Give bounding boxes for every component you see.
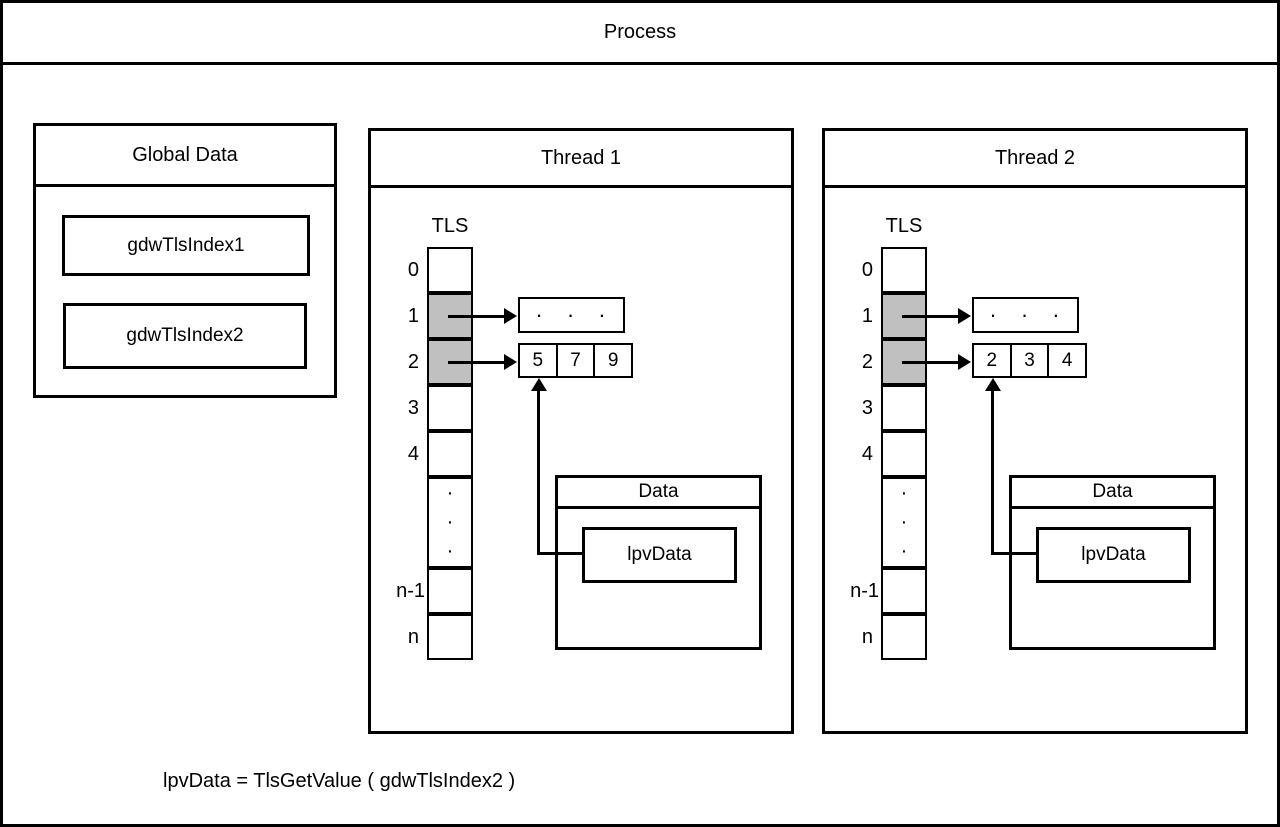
slot-label-n-1: n-1: [396, 579, 425, 602]
tls-cell-0: [881, 247, 927, 293]
ellipsis-box: · · ·: [972, 297, 1079, 333]
arrow-slot1-shaft: [448, 315, 506, 318]
tls-cell-4: [881, 431, 927, 477]
global-item-label: gdwTlsIndex1: [127, 234, 245, 256]
slot-label-1: 1: [861, 304, 873, 327]
value-cell: 7: [558, 345, 596, 376]
arrowhead-right: [958, 308, 971, 324]
thread-1-box: Thread 1 TLS · · · 0 1 2 3 4 n-1 n · · ·…: [368, 128, 794, 734]
slot-label-1: 1: [407, 304, 419, 327]
slot-label-3: 3: [861, 396, 873, 419]
arrowhead-right: [504, 354, 517, 370]
global-data-header: Global Data: [36, 126, 334, 187]
process-header: Process: [3, 3, 1277, 65]
tls-cell-n-1: [427, 568, 473, 614]
global-item-gdwtlsindex2: gdwTlsIndex2: [63, 303, 307, 369]
lpvdata-label: lpvData: [627, 544, 692, 565]
data-box-title: Data: [1092, 481, 1133, 502]
slot-label-2: 2: [861, 350, 873, 373]
slot-label-n: n: [861, 625, 873, 648]
formula-text: lpvData = TlsGetValue ( gdwTlsIndex2 ): [163, 770, 516, 792]
lpvdata-label: lpvData: [1081, 544, 1146, 565]
data-box-header: Data: [558, 478, 759, 509]
arrowhead-up: [985, 378, 1001, 391]
slot-label-n-1: n-1: [850, 579, 879, 602]
value-cell: 2: [974, 345, 1012, 376]
thread-2-title: Thread 2: [994, 146, 1076, 169]
slot-label-0: 0: [861, 258, 873, 281]
tls-cell-0: [427, 247, 473, 293]
global-data-box: Global Data gdwTlsIndex1 gdwTlsIndex2: [33, 123, 337, 398]
thread-1-header: Thread 1: [371, 131, 791, 188]
tls-cell-dots: · · ·: [427, 477, 473, 568]
slot-label-0: 0: [407, 258, 419, 281]
tls-label: TLS: [885, 214, 923, 237]
lpvdata-box: lpvData: [582, 527, 737, 583]
arrowhead-up: [531, 378, 547, 391]
tls-cell-dots: · · ·: [881, 477, 927, 568]
values-box: 5 7 9: [518, 343, 633, 378]
arrowhead-right: [504, 308, 517, 324]
tls-cell-3: [881, 385, 927, 431]
value-cell: 9: [607, 349, 619, 371]
thread-2-box: Thread 2 TLS · · · 0 1 2 3 4 n-1 n · · ·…: [822, 128, 1248, 734]
elbow-arrow-vertical: [991, 389, 994, 555]
values-box: 2 3 4: [972, 343, 1087, 378]
value-cell: 4: [1061, 349, 1073, 371]
slot-label-n: n: [407, 625, 419, 648]
elbow-arrow-vertical: [537, 389, 540, 555]
tls-cell-n: [427, 614, 473, 660]
arrow-slot2-shaft: [902, 361, 960, 364]
global-item-label: gdwTlsIndex2: [126, 325, 244, 346]
slot-label-3: 3: [407, 396, 419, 419]
thread-1-title: Thread 1: [540, 146, 622, 169]
arrow-slot1-shaft: [902, 315, 960, 318]
tls-cell-n: [881, 614, 927, 660]
tls-cell-4: [427, 431, 473, 477]
tls-cell-3: [427, 385, 473, 431]
tls-cell-n-1: [881, 568, 927, 614]
global-item-gdwtlsindex1: gdwTlsIndex1: [62, 215, 310, 276]
slot-label-4: 4: [861, 442, 873, 465]
value-cell: 5: [520, 345, 558, 376]
tls-label: TLS: [431, 214, 469, 237]
process-title: Process: [603, 21, 677, 43]
global-data-title: Global Data: [132, 143, 238, 166]
slot-label-4: 4: [407, 442, 419, 465]
slot-label-2: 2: [407, 350, 419, 373]
thread-2-header: Thread 2: [825, 131, 1245, 188]
data-box-header: Data: [1012, 478, 1213, 509]
value-cell: 3: [1012, 345, 1050, 376]
arrow-slot2-shaft: [448, 361, 506, 364]
data-box-title: Data: [638, 481, 679, 502]
lpvdata-box: lpvData: [1036, 527, 1191, 583]
ellipsis-box: · · ·: [518, 297, 625, 333]
elbow-arrow-horizontal: [991, 552, 1036, 555]
arrowhead-right: [958, 354, 971, 370]
elbow-arrow-horizontal: [537, 552, 582, 555]
